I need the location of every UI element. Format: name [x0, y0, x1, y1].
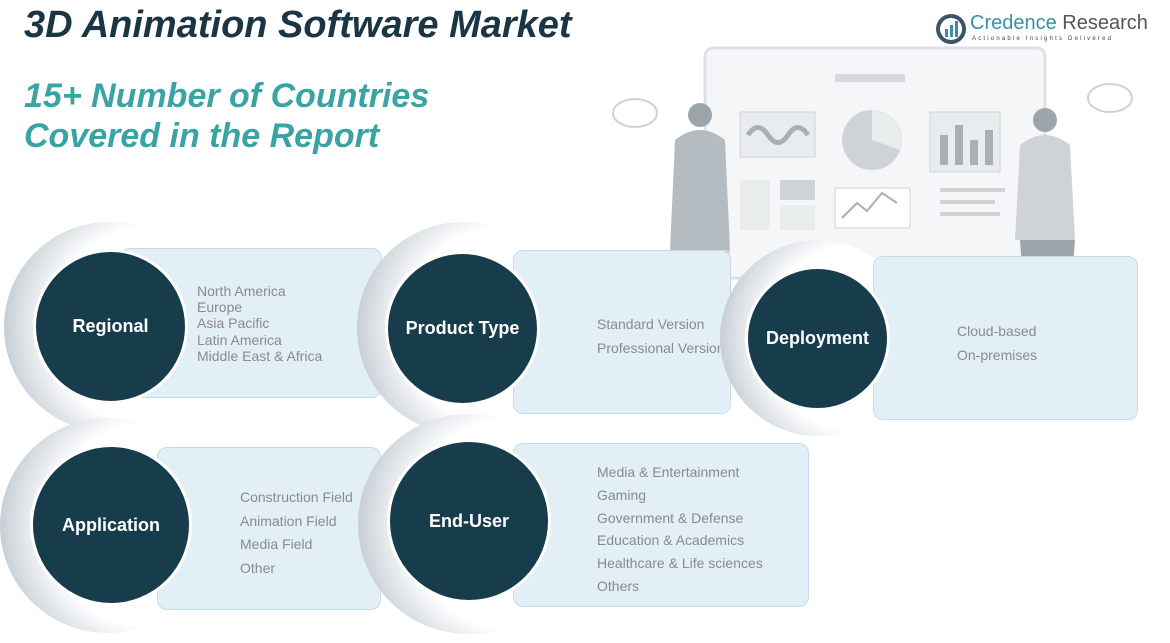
application-circle: Application: [30, 444, 192, 606]
list-item: Middle East & Africa: [197, 347, 323, 364]
list-item: Other: [240, 559, 276, 576]
list-item: Healthcare & Life sciences: [597, 555, 763, 572]
deployment-circle: Deployment: [745, 266, 890, 411]
page-title: 3D Animation Software Market: [24, 4, 572, 46]
logo-icon: [936, 14, 966, 44]
list-item: Construction Field: [240, 489, 353, 505]
logo-tagline: Actionable Insights Delivered: [972, 36, 1114, 42]
list-item: Gaming: [597, 486, 647, 503]
application-box: [157, 447, 381, 610]
end-user-circle: End-User: [387, 439, 551, 603]
regional-circle: Regional: [33, 249, 188, 404]
list-item: Media Field: [240, 536, 313, 552]
end-user-box: [513, 443, 809, 607]
list-item: On-premises: [957, 347, 1038, 363]
list-item: Education & Academics: [597, 532, 745, 549]
list-item: Animation Field: [240, 512, 337, 529]
subtitle-line-2: Covered in the Report: [24, 117, 380, 155]
list-item: Latin America: [197, 331, 282, 348]
logo-name: Credence Research: [970, 12, 1148, 34]
list-item: Europe: [197, 299, 243, 316]
list-item: North America: [197, 283, 286, 299]
product-type-circle: Product Type: [385, 251, 540, 406]
list-item: Professional Version: [597, 340, 725, 356]
list-item: Cloud-based: [957, 323, 1037, 339]
list-item: Standard Version: [597, 316, 705, 332]
subtitle-line-1: 15+ Number of Countries: [24, 77, 430, 115]
deployment-box: [873, 256, 1138, 420]
product-type-box: [513, 250, 731, 414]
list-item: Others: [597, 577, 640, 594]
list-item: Media & Entertainment: [597, 464, 740, 480]
list-item: Asia Pacific: [197, 315, 270, 332]
list-item: Government & Defense: [597, 509, 744, 526]
